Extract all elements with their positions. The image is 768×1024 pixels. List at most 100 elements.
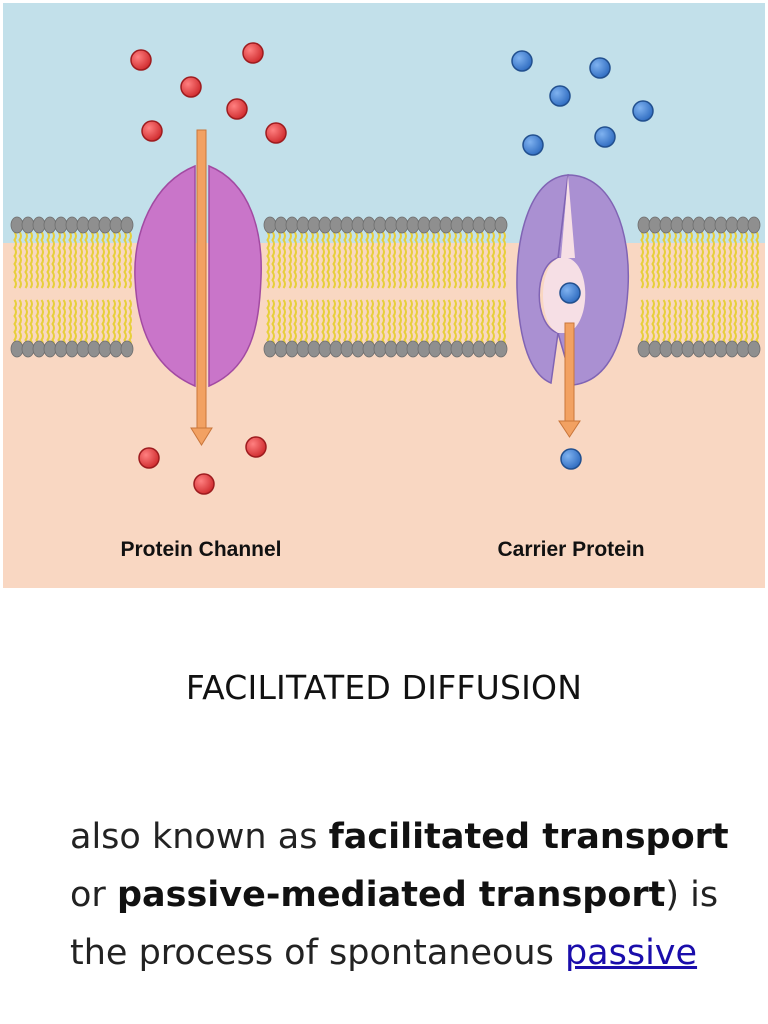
lipid-tail — [337, 299, 341, 349]
lipid-head — [307, 340, 321, 358]
lipid-head — [483, 340, 497, 358]
lipid-head — [417, 340, 431, 358]
lipid-tail — [343, 299, 347, 349]
lipid-tail — [101, 231, 105, 289]
lipid-tail — [744, 231, 748, 289]
lipid-head — [285, 340, 299, 358]
lipid-head — [10, 340, 24, 358]
lipid-tail — [387, 299, 391, 349]
lipid-tail — [684, 299, 688, 349]
bold-term-facilitated-transport: facilitated transport — [328, 817, 729, 857]
lipid-head — [384, 216, 398, 234]
lipid-tail — [310, 231, 314, 289]
lipid-head — [472, 340, 486, 358]
lipid-head — [417, 216, 431, 234]
lipid-tail — [73, 231, 77, 289]
lipid-tail — [271, 231, 275, 289]
lipid-tail — [673, 299, 677, 349]
red-molecule — [130, 49, 152, 71]
lipid-tail — [117, 299, 121, 349]
lipid-tail — [112, 299, 116, 349]
lipid-tail — [497, 299, 501, 349]
lipid-tail — [321, 231, 325, 289]
lipid-tail — [678, 231, 682, 289]
lipid-tail — [475, 299, 479, 349]
lipid-tail — [57, 231, 61, 289]
lipid-tail — [348, 231, 352, 289]
lipid-tail — [24, 231, 28, 289]
lipid-tail — [266, 299, 270, 349]
lipid-tail — [673, 231, 677, 289]
lipid-head — [692, 340, 706, 358]
lipid-head — [483, 216, 497, 234]
lipid-head — [98, 340, 112, 358]
definition-paragraph: also known as facilitated transport or p… — [70, 808, 730, 982]
lipid-tail — [486, 231, 490, 289]
lipid-tail — [689, 299, 693, 349]
blue-molecule — [589, 57, 611, 79]
lipid-tail — [35, 231, 39, 289]
lipid-tail — [722, 231, 726, 289]
lipid-tail — [667, 231, 671, 289]
lipid-tail — [337, 231, 341, 289]
lipid-head — [120, 216, 134, 234]
lipid-head — [637, 340, 651, 358]
lipid-head — [54, 340, 68, 358]
lipid-tail — [750, 299, 754, 349]
red-molecule — [242, 42, 264, 64]
channel-right-half — [208, 164, 262, 388]
lipid-tail — [656, 231, 660, 289]
red-molecule — [245, 436, 267, 458]
lipid-tail — [755, 231, 759, 289]
passive-link[interactable]: passive — [564, 933, 698, 973]
lipid-tail — [392, 299, 396, 349]
lipid-head — [659, 216, 673, 234]
lipid-tail — [398, 299, 402, 349]
lipid-tail — [271, 299, 275, 349]
lipid-tail — [491, 299, 495, 349]
lipid-tail — [502, 299, 506, 349]
lipid-tail — [458, 231, 462, 289]
lipid-tail — [744, 299, 748, 349]
lipid-tail — [112, 231, 116, 289]
bold-term-passive-mediated-transport: passive-mediated transport — [116, 875, 666, 915]
lipid-tail — [486, 299, 490, 349]
lipid-tail — [640, 299, 644, 349]
lipid-tail — [436, 231, 440, 289]
lipid-head — [32, 216, 46, 234]
lipid-head — [472, 216, 486, 234]
lipid-head — [461, 340, 475, 358]
lipid-tail — [46, 231, 50, 289]
lipid-tail — [293, 299, 297, 349]
lipid-head — [54, 216, 68, 234]
lipid-tail — [695, 231, 699, 289]
lipid-tail — [128, 231, 132, 289]
facilitated-diffusion-diagram: Protein Channel Carrier Protein — [3, 3, 765, 588]
lipid-tail — [656, 299, 660, 349]
lipid-head — [725, 340, 739, 358]
lipid-tail — [420, 231, 424, 289]
lipid-tail — [398, 231, 402, 289]
lipid-head — [450, 340, 464, 358]
lipid-tail — [442, 299, 446, 349]
lipid-tail — [662, 231, 666, 289]
lipid-tail — [739, 231, 743, 289]
lipid-head — [296, 216, 310, 234]
lipid-tail — [458, 299, 462, 349]
lipid-head — [109, 216, 123, 234]
lipid-head — [87, 216, 101, 234]
lipid-head — [428, 216, 442, 234]
lipid-tail — [425, 231, 429, 289]
blue-molecule — [511, 50, 533, 72]
lipid-head — [329, 340, 343, 358]
extracellular-region — [3, 3, 765, 243]
carrier-protein — [516, 174, 630, 386]
lipid-head — [637, 216, 651, 234]
lipid-head — [87, 340, 101, 358]
lipid-tail — [469, 231, 473, 289]
page-heading: FACILITATED DIFFUSION — [185, 668, 583, 707]
lipid-tail — [365, 299, 369, 349]
lipid-tail — [310, 299, 314, 349]
lipid-head — [725, 216, 739, 234]
carrier-protein-left — [516, 174, 569, 385]
